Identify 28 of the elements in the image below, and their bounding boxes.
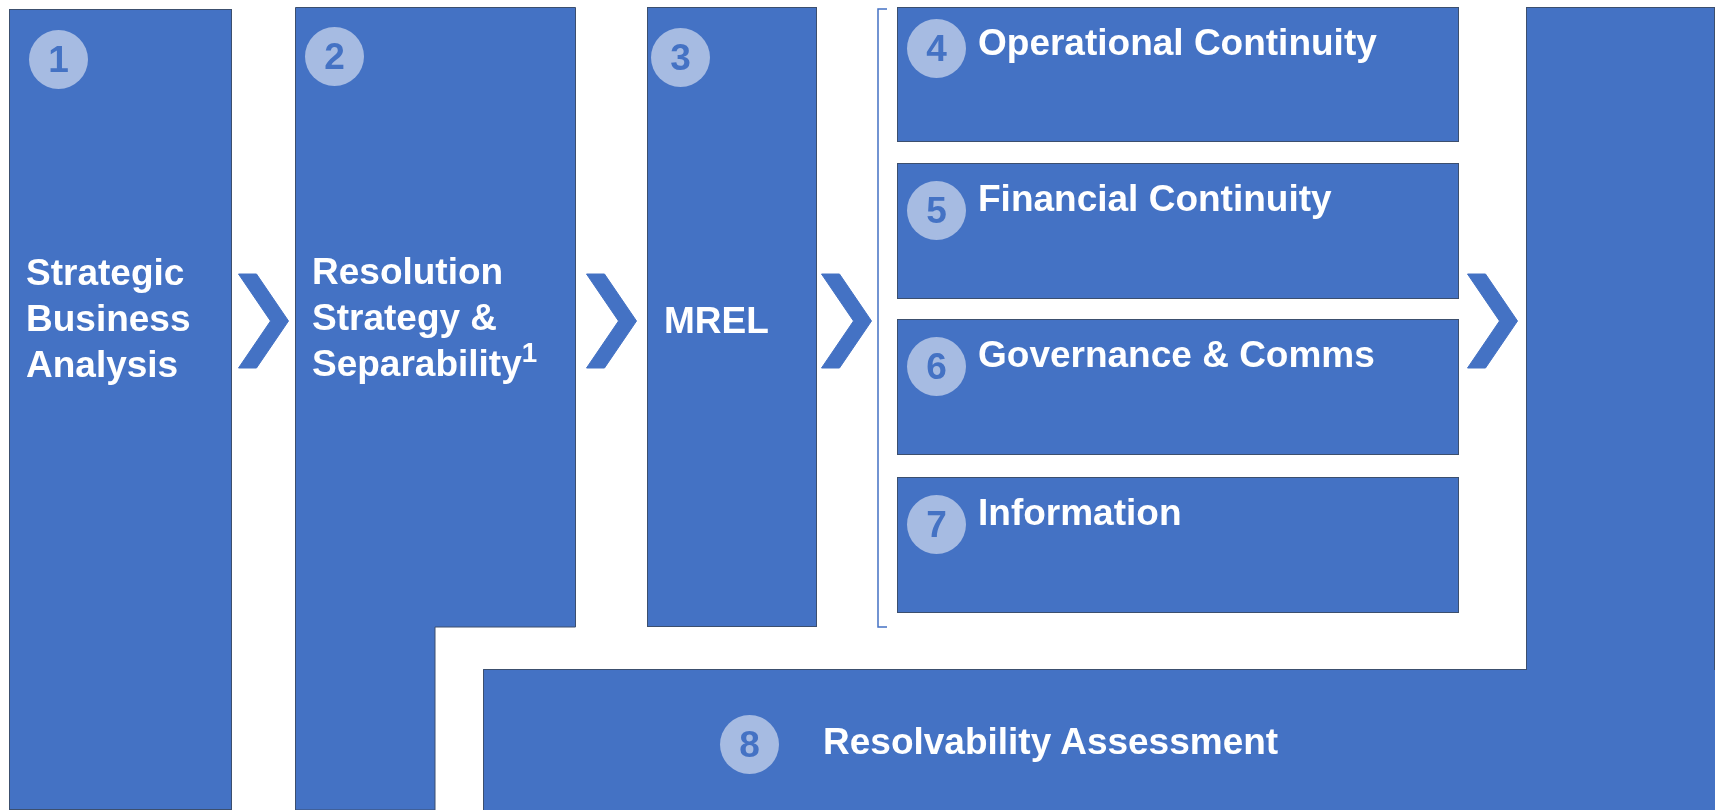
box-title: Strategic Business Analysis	[26, 251, 192, 387]
process-box	[897, 163, 1459, 299]
bar-box	[483, 669, 1715, 810]
number-badge: 1	[29, 30, 88, 89]
process-box	[897, 319, 1459, 455]
chevron-arrow	[238, 273, 289, 369]
number-badge: 4	[907, 19, 966, 78]
process-box	[897, 477, 1459, 613]
process-box	[647, 7, 817, 627]
number-badge: 5	[907, 181, 966, 240]
box-title: Financial Continuity	[978, 177, 1333, 221]
process-box	[897, 7, 1459, 142]
number-badge: 6	[907, 337, 966, 396]
box-title: Governance & Comms	[978, 333, 1376, 377]
number-badge: 3	[651, 28, 710, 87]
box-title: Resolution Strategy & Separability$^{1}$	[312, 250, 539, 386]
chevron-arrow	[1467, 273, 1518, 369]
box-title: Resolvability Assessment	[823, 720, 1280, 764]
bracket	[876, 8, 888, 628]
chevron-arrow	[821, 273, 872, 369]
process-box	[9, 9, 232, 810]
box-title: MREL	[664, 299, 770, 343]
box-title: Information	[978, 491, 1183, 535]
column-box	[1526, 7, 1715, 670]
number-badge: 7	[907, 495, 966, 554]
chevron-arrow	[586, 273, 637, 369]
box-title: Operational Continuity	[978, 21, 1378, 65]
l-shaped-box	[295, 7, 576, 810]
